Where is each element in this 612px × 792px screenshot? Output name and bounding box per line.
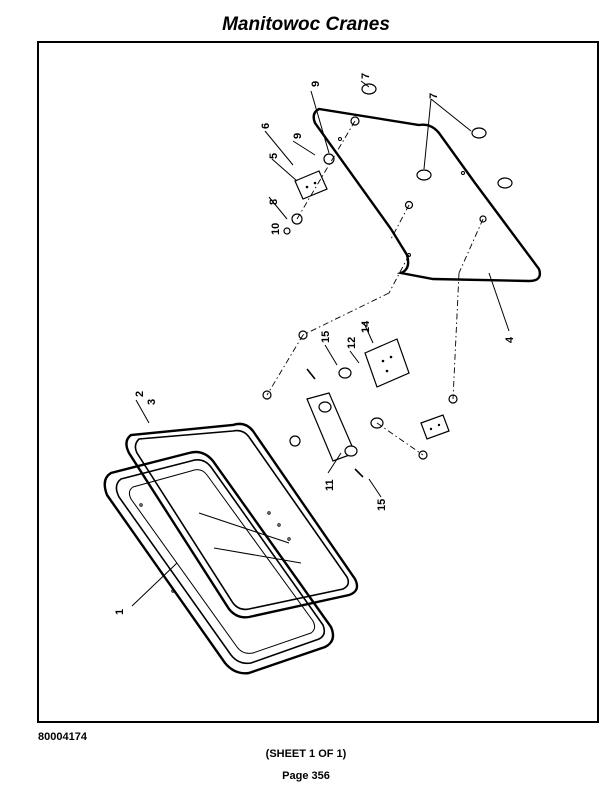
document-number: 80004174 <box>38 731 87 743</box>
callout-labels: 1 2 3 4 5 6 7 7 8 9 9 10 11 12 14 15 15 <box>114 73 516 615</box>
callout-1: 1 <box>114 609 126 615</box>
callout-3: 3 <box>146 399 158 405</box>
latch-bracket-part <box>364 338 410 388</box>
callout-9-top: 9 <box>310 81 322 87</box>
upper-hinge-plate-part <box>294 170 328 200</box>
sheet-indicator: (SHEET 1 OF 1) <box>265 748 347 760</box>
latch-assembly-part <box>289 367 384 478</box>
window-seal-part <box>125 422 359 619</box>
diagram-frame: 1 2 3 4 5 6 7 7 8 9 9 10 11 12 14 15 15 <box>37 41 599 723</box>
exploded-parts-diagram: 1 2 3 4 5 6 7 7 8 9 9 10 11 12 14 15 15 <box>103 73 542 675</box>
leader-lines <box>131 80 510 607</box>
lower-hinge-plate-part <box>420 414 450 440</box>
callout-11: 11 <box>324 479 336 491</box>
alignment-lines <box>266 120 484 456</box>
cap-knob-parts <box>361 83 513 189</box>
page-number: Page 356 <box>282 770 330 782</box>
callout-10: 10 <box>270 223 282 235</box>
glass-pane-part <box>312 107 542 283</box>
callout-8: 8 <box>268 199 280 205</box>
window-frame-part <box>103 450 335 675</box>
callout-5: 5 <box>268 153 280 159</box>
callout-2: 2 <box>134 391 146 397</box>
callout-15-left: 15 <box>320 331 332 343</box>
callout-7-side: 7 <box>428 93 440 99</box>
callout-9-mid: 9 <box>292 133 304 139</box>
callout-14: 14 <box>360 320 372 333</box>
page-title: Manitowoc Cranes <box>222 14 390 35</box>
callout-6: 6 <box>260 123 272 129</box>
callout-4: 4 <box>504 336 516 343</box>
callout-7-top: 7 <box>360 73 372 79</box>
washer-parts <box>262 153 458 460</box>
callout-12: 12 <box>346 337 358 349</box>
callout-15-right: 15 <box>376 499 388 511</box>
